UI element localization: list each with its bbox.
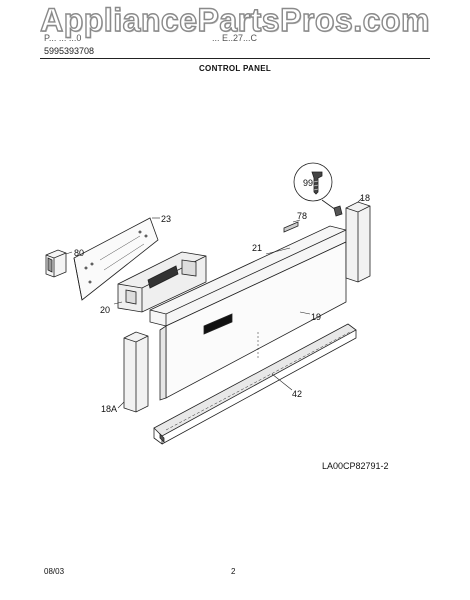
callout-78: 78 <box>297 211 307 221</box>
footer-date: 08/03 <box>44 567 65 576</box>
callout-21: 21 <box>252 243 262 253</box>
section-title: CONTROL PANEL <box>198 64 272 73</box>
part-23-mounting-plate[interactable] <box>73 217 159 301</box>
callout-42: 42 <box>292 389 302 399</box>
callout-23: 23 <box>161 214 171 224</box>
part-78-badge[interactable] <box>283 221 299 233</box>
callout-19: 19 <box>311 312 321 322</box>
header-model-number: ... E..27...C <box>212 33 258 43</box>
leader-lines <box>65 197 363 409</box>
part-99-screw[interactable] <box>293 162 343 217</box>
part-20-electronic-control[interactable] <box>117 251 207 313</box>
part-18a-left-end-cap[interactable] <box>123 331 149 413</box>
callout-20: 20 <box>100 305 110 315</box>
header-publication-number: 5995393708 <box>44 46 95 56</box>
watermark-logo: AppliancePartsPros.com <box>39 1 430 38</box>
header-divider <box>40 58 430 59</box>
part-80-bracket[interactable] <box>45 249 67 278</box>
callout-99: 99 <box>303 178 313 188</box>
diagram-code: LA00CP82791-2 <box>322 461 389 471</box>
footer-page-number: 2 <box>231 567 236 576</box>
callout-18: 18 <box>360 193 370 203</box>
part-19-control-panel[interactable] <box>159 241 347 401</box>
part-42-vent-trim[interactable] <box>153 323 357 445</box>
part-18-right-end-cap[interactable] <box>345 201 371 283</box>
callout-80: 80 <box>74 248 84 258</box>
callout-18a: 18A <box>101 404 117 414</box>
header-publication-label: P... ... ...0 <box>44 33 82 43</box>
